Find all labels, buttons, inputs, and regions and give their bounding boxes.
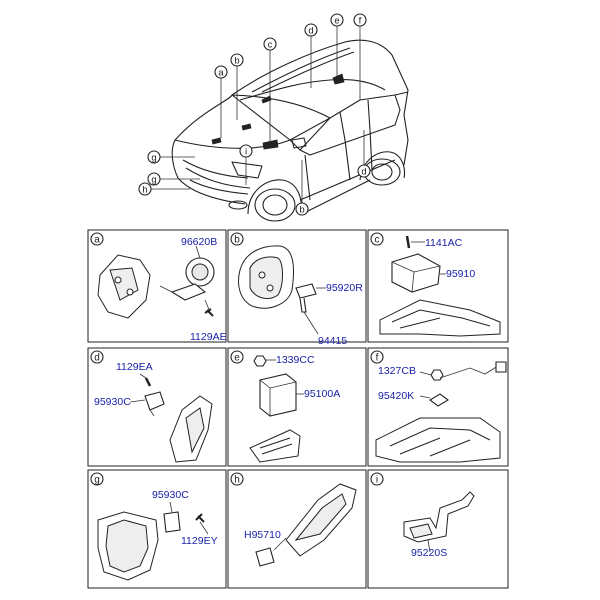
part-number: 1141AC xyxy=(425,237,463,249)
nut-icon xyxy=(253,355,267,367)
panel-letter: g xyxy=(94,475,100,486)
floor-tunnel-drawing xyxy=(379,299,501,337)
bolt-icon xyxy=(204,308,214,317)
panel-e: e 1339CC 95100A xyxy=(227,347,367,467)
svg-text:d: d xyxy=(361,167,366,178)
callout-i: i xyxy=(239,144,253,158)
panel-letter: b xyxy=(234,235,240,246)
callout-leaders xyxy=(150,26,365,203)
callout-f: f xyxy=(353,13,367,27)
side-sensor-drawing xyxy=(295,283,317,313)
part-number: H95710 xyxy=(244,529,281,541)
callout-b: b xyxy=(295,202,309,216)
pillar-bracket-drawing xyxy=(169,395,213,463)
part-number: 95920R xyxy=(326,282,363,294)
svg-text:g: g xyxy=(151,175,156,186)
panel-letter: d xyxy=(94,353,100,364)
svg-text:g: g xyxy=(151,153,156,164)
bolt-icon xyxy=(405,235,411,249)
callout-d: d xyxy=(357,164,371,178)
part-number: 1327CB xyxy=(378,365,416,377)
panel-letter: a xyxy=(94,235,100,246)
overview-sensor-marker xyxy=(261,95,272,104)
panel-i: i 95220S xyxy=(367,469,509,589)
panel-letter: h xyxy=(234,475,240,486)
callout-e: e xyxy=(330,13,344,27)
part-number: 95910 xyxy=(446,268,475,280)
front-member-drawing xyxy=(285,483,357,557)
bracket-drawing xyxy=(403,491,475,543)
part-number: 95420K xyxy=(378,390,414,402)
callout-g: g xyxy=(147,150,161,164)
callout-c: c xyxy=(263,37,277,51)
door-panel-drawing xyxy=(238,245,294,309)
svg-text:a: a xyxy=(218,68,224,79)
parking-sensor-drawing xyxy=(255,547,275,567)
front-impact-sensor-drawing xyxy=(144,391,165,417)
part-number: 96620B xyxy=(181,236,217,248)
panel-letter: f xyxy=(376,353,379,364)
svg-text:d: d xyxy=(308,26,313,37)
part-number: 95100A xyxy=(304,388,340,400)
svg-text:b: b xyxy=(299,205,304,216)
nut-icon xyxy=(430,369,444,381)
part-number: 1129AE xyxy=(190,331,227,343)
panel-f: f 1327CB 95420K xyxy=(367,347,509,467)
svg-text:h: h xyxy=(142,185,147,196)
bolt-icon xyxy=(144,377,152,387)
part-number: 94415 xyxy=(318,335,347,347)
callout-a: a xyxy=(214,65,228,79)
callout-d: d xyxy=(304,23,318,37)
part-number: 1129EY xyxy=(181,535,218,547)
overview-module-c-marker xyxy=(262,139,279,150)
panel-g: g 95930C 1129EY xyxy=(87,469,227,589)
part-number: 95930C xyxy=(152,489,189,501)
overview-sensor-marker xyxy=(241,123,252,131)
bolt-icon xyxy=(195,513,205,523)
svg-text:b: b xyxy=(234,56,239,67)
overview-sensor-marker xyxy=(211,137,222,145)
svg-text:c: c xyxy=(268,40,273,51)
svg-text:f: f xyxy=(359,16,362,27)
horn-drawing xyxy=(170,257,215,301)
front-impact-sensor-drawing xyxy=(163,511,181,533)
vehicle-overview: a b c d e f g g h i b d xyxy=(138,13,409,222)
svg-text:i: i xyxy=(245,147,247,158)
airbag-control-module-drawing xyxy=(391,253,441,293)
radiator-support-drawing xyxy=(97,511,159,581)
svg-text:e: e xyxy=(334,16,339,27)
panel-d: d 1129EA 95930C xyxy=(87,347,227,467)
panel-letter: c xyxy=(375,235,380,246)
panel-c: c 1141AC 95910 xyxy=(367,229,509,343)
panel-a: a 96620B 1129AE xyxy=(87,229,227,343)
panel-h: h H95710 xyxy=(227,469,367,589)
part-number: 1129EA xyxy=(116,361,153,373)
part-number: 95220S xyxy=(411,547,447,559)
seat-sensor-harness-drawing xyxy=(429,361,507,407)
part-number: 1339CC xyxy=(276,354,315,366)
floor-pan-drawing xyxy=(375,417,501,463)
overview-module-e-marker xyxy=(332,73,345,85)
part-number: 95930C xyxy=(94,396,131,408)
control-module-drawing xyxy=(259,373,297,417)
overview-callouts: a b c d e f g g h i b d xyxy=(138,13,371,216)
callout-h: h xyxy=(138,182,152,196)
mounting-bracket-drawing xyxy=(249,429,301,463)
suv-drawing xyxy=(171,39,409,222)
panel-letter: i xyxy=(376,475,378,486)
bracket-drawing xyxy=(97,254,151,319)
panel-letter: e xyxy=(234,353,240,364)
callout-b: b xyxy=(230,53,244,67)
panel-b: b 95920R 94415 xyxy=(227,229,367,347)
callout-g: g xyxy=(147,172,161,186)
